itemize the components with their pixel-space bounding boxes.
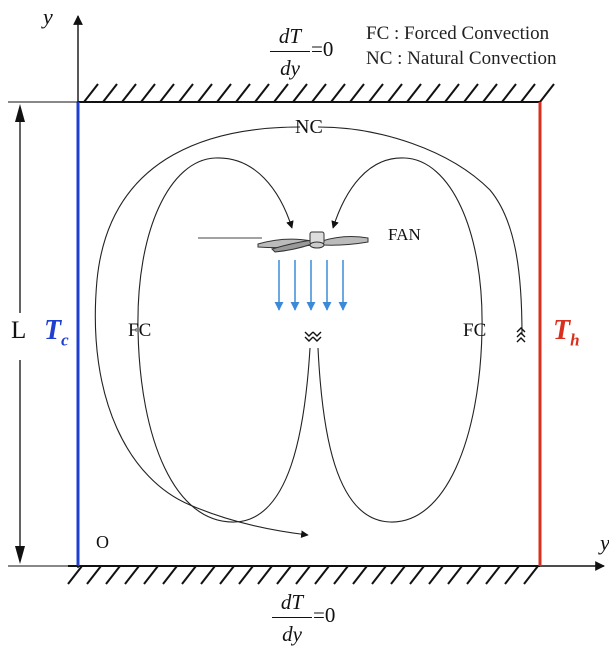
nc-flow-right-chevrons: [516, 327, 526, 343]
hatch-mark: [539, 83, 555, 103]
hatch-mark: [67, 565, 83, 585]
hatch-mark: [314, 565, 330, 585]
top-wall: [78, 83, 555, 103]
fc-loop-left: [137, 157, 311, 523]
hatch-mark: [178, 83, 194, 103]
nc-flow-right: [317, 126, 523, 336]
y-axis-label: y: [43, 4, 53, 29]
hatch-mark: [330, 83, 346, 103]
hatch-mark: [520, 83, 536, 103]
fan-icon: [198, 231, 369, 253]
hatch-mark: [333, 565, 349, 585]
hatch-mark: [406, 83, 422, 103]
top-boundary-equals: =0: [311, 37, 334, 61]
hatch-mark: [409, 565, 425, 585]
hatch-mark: [159, 83, 175, 103]
hatch-mark: [371, 565, 387, 585]
fan-flow-arrows: [274, 260, 348, 311]
nc-label: NC: [295, 116, 323, 138]
top-boundary-denominator: dy: [280, 56, 300, 81]
dimension-line-l: [8, 101, 78, 567]
hatch-mark: [121, 83, 137, 103]
hatch-mark: [349, 83, 365, 103]
x-axis-label: y: [600, 530, 609, 555]
hatch-mark: [463, 83, 479, 103]
bottom-boundary-denominator: dy: [282, 622, 302, 647]
hatch-mark: [140, 83, 156, 103]
fan-label: FAN: [388, 225, 421, 244]
hatch-mark: [482, 83, 498, 103]
hatch-mark: [219, 565, 235, 585]
hatch-mark: [238, 565, 254, 585]
hatch-mark: [295, 565, 311, 585]
hatch-mark: [257, 565, 273, 585]
hatch-mark: [501, 83, 517, 103]
nc-flow-left: [94, 126, 309, 539]
hatch-mark: [254, 83, 270, 103]
hatch-mark: [86, 565, 102, 585]
hatch-mark: [273, 83, 289, 103]
hatch-mark: [197, 83, 213, 103]
bottom-wall: [67, 565, 540, 585]
legend-fc: FC : Forced Convection: [366, 23, 550, 44]
cold-wall-label: Tc: [44, 315, 69, 351]
hatch-mark: [504, 565, 520, 585]
hatch-mark: [105, 565, 121, 585]
bottom-boundary-fraction: dT dy: [272, 590, 312, 646]
hot-wall-symbol: T: [553, 315, 571, 346]
legend-nc: NC : Natural Convection: [366, 48, 557, 69]
hatch-mark: [162, 565, 178, 585]
dimension-label-l: L: [11, 317, 27, 344]
hatch-mark: [387, 83, 403, 103]
hatch-mark: [428, 565, 444, 585]
hatch-mark: [276, 565, 292, 585]
top-boundary-fraction: dT dy: [270, 24, 310, 80]
center-chevrons: [304, 331, 322, 342]
hatch-mark: [216, 83, 232, 103]
hatch-mark: [311, 83, 327, 103]
hatch-mark: [143, 565, 159, 585]
cold-wall-symbol: T: [44, 315, 62, 346]
hatch-mark: [181, 565, 197, 585]
hatch-mark: [523, 565, 539, 585]
hatch-mark: [102, 83, 118, 103]
hatch-mark: [352, 565, 368, 585]
hatch-mark: [292, 83, 308, 103]
fc-left-label: FC: [128, 320, 152, 341]
hatch-mark: [200, 565, 216, 585]
hatch-mark: [447, 565, 463, 585]
fc-loop-right: [317, 157, 483, 523]
fc-right-label: FC: [463, 320, 487, 341]
hot-wall-label: Th: [553, 315, 580, 351]
hatch-mark: [485, 565, 501, 585]
hatch-mark: [466, 565, 482, 585]
hatch-mark: [124, 565, 140, 585]
hatch-mark: [83, 83, 99, 103]
hatch-mark: [390, 565, 406, 585]
hatch-mark: [444, 83, 460, 103]
top-boundary-numerator: dT: [278, 24, 302, 48]
hatch-mark: [425, 83, 441, 103]
hatch-mark: [368, 83, 384, 103]
hatch-mark: [235, 83, 251, 103]
bottom-boundary-numerator: dT: [280, 590, 304, 614]
origin-label: O: [96, 532, 109, 552]
cold-wall-subscript: c: [61, 330, 69, 350]
hot-wall-subscript: h: [570, 330, 580, 350]
bottom-boundary-equals: =0: [313, 603, 336, 627]
